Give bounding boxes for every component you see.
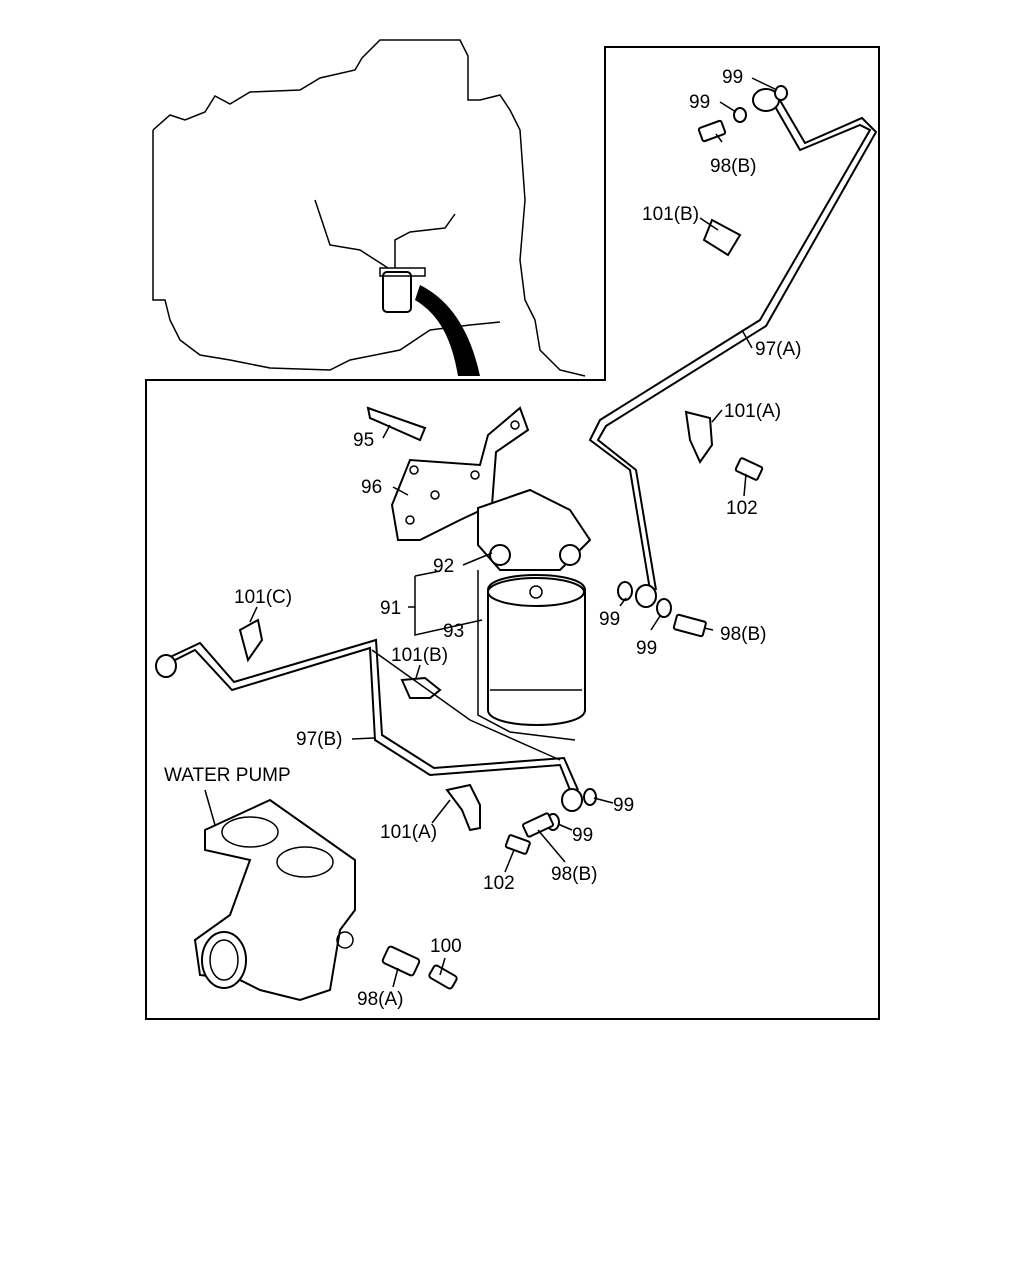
bolt-icon xyxy=(366,406,427,442)
clip-icon xyxy=(684,410,714,465)
bolt-icon xyxy=(504,834,531,855)
label-91: 91 xyxy=(380,598,401,619)
hose-nipple-icon xyxy=(428,964,458,990)
filter-location-icon xyxy=(382,271,412,313)
label-101a: 101(A) xyxy=(380,822,437,843)
label-97b: 97(B) xyxy=(296,729,342,750)
leader-lines xyxy=(204,77,778,988)
label-99: 99 xyxy=(613,795,634,816)
washer-icon xyxy=(774,85,788,101)
clip-icon xyxy=(702,218,742,257)
water-pump xyxy=(193,798,458,1002)
label-water-pump: WATER PUMP xyxy=(164,765,291,786)
label-97a: 97(A) xyxy=(755,339,801,360)
label-92: 92 xyxy=(433,556,454,577)
label-100: 100 xyxy=(430,936,462,957)
label-96: 96 xyxy=(361,477,382,498)
mid-fittings xyxy=(238,581,707,699)
washer-icon xyxy=(617,581,633,601)
callout-arrow-icon xyxy=(415,285,480,376)
bolt-icon xyxy=(734,457,764,481)
label-102: 102 xyxy=(726,498,758,519)
filter-element-icon xyxy=(487,574,586,726)
washer-icon xyxy=(583,788,597,806)
label-101b: 101(B) xyxy=(391,645,448,666)
fuel-filter xyxy=(477,488,592,741)
clip-icon xyxy=(238,618,264,663)
label-98a: 98(A) xyxy=(357,989,403,1010)
label-101b: 101(B) xyxy=(642,204,699,225)
label-99: 99 xyxy=(636,638,657,659)
bolt-icon xyxy=(522,812,554,838)
connector-icon xyxy=(381,945,421,977)
label-101c: 101(C) xyxy=(234,587,292,608)
clip-icon xyxy=(400,676,442,699)
label-99: 99 xyxy=(722,67,743,88)
washer-icon xyxy=(733,107,747,123)
bracket-and-bolt xyxy=(366,406,530,541)
bolt-icon xyxy=(672,613,707,638)
label-95: 95 xyxy=(353,430,374,451)
label-98b: 98(B) xyxy=(720,624,766,645)
label-102: 102 xyxy=(483,873,515,894)
bolt-icon xyxy=(697,119,727,143)
label-99: 99 xyxy=(599,609,620,630)
label-98b: 98(B) xyxy=(710,156,756,177)
engine-overview-inset xyxy=(145,39,880,1020)
label-101a: 101(A) xyxy=(724,401,781,422)
label-93: 93 xyxy=(443,621,464,642)
label-99: 99 xyxy=(689,92,710,113)
clip-icon xyxy=(445,783,481,832)
bracket-icon xyxy=(390,406,530,541)
washer-icon xyxy=(656,598,672,618)
callout-labels: 99 99 98(B) 101(B) 97(A) 101(A) 102 95 9… xyxy=(164,67,801,1010)
top-fittings xyxy=(684,85,788,481)
pipe-97b xyxy=(155,638,583,812)
label-98b: 98(B) xyxy=(551,864,597,885)
pipe-97a xyxy=(588,88,878,608)
lower-fittings xyxy=(445,783,597,855)
label-99: 99 xyxy=(572,825,593,846)
